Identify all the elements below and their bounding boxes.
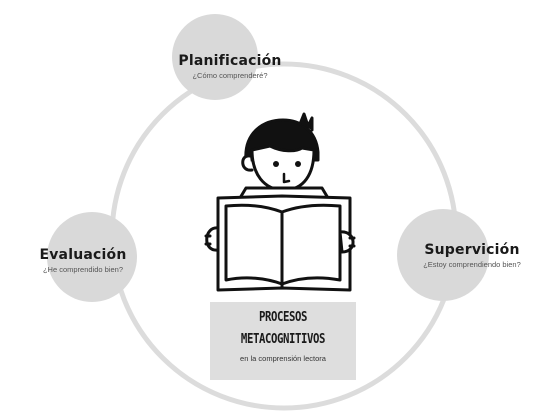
planning-question: ¿Cómo comprenderé? bbox=[192, 71, 268, 80]
evaluation-label: Evaluación ¿He comprendido bien? bbox=[8, 247, 158, 274]
child-reading-icon bbox=[204, 112, 356, 292]
supervision-question: ¿Estoy comprendiendo bien? bbox=[423, 260, 521, 269]
center-subtitle: en la comprensión lectora bbox=[240, 354, 326, 363]
evaluation-node bbox=[47, 212, 137, 302]
center-title-block: PROCESOS METACOGNITIVOS en la comprensió… bbox=[210, 302, 356, 380]
center-box bbox=[210, 302, 356, 380]
supervision-node bbox=[397, 209, 489, 301]
planning-title: Planificación bbox=[178, 53, 282, 69]
center-title-line1: PROCESOS bbox=[258, 310, 308, 325]
planning-node bbox=[172, 14, 258, 100]
center-title-line2: METACOGNITIVOS bbox=[240, 332, 326, 347]
supervision-title: Supervición bbox=[424, 242, 520, 258]
supervision-label: Supervición ¿Estoy comprendiendo bien? bbox=[392, 242, 552, 269]
evaluation-question: ¿He comprendido bien? bbox=[42, 265, 124, 274]
planning-label: Planificación ¿Cómo comprenderé? bbox=[165, 53, 295, 80]
evaluation-title: Evaluación bbox=[39, 247, 127, 263]
